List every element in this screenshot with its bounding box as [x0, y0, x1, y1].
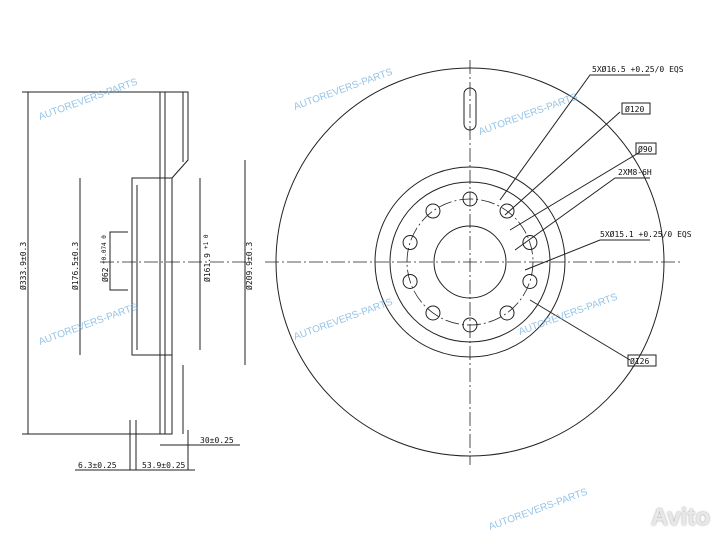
dim-161-tolerance: +1 0 — [203, 234, 210, 249]
bolt-hole — [522, 273, 538, 289]
dim-176: Ø176.5±0.3 — [70, 242, 80, 290]
dim-62-tolerance: +0.074 0 — [101, 235, 108, 264]
dim-53-9: 53.9±0.25 — [142, 461, 186, 470]
bolt-hole — [499, 305, 515, 321]
watermark: AUTOREVERS-PARTS — [517, 292, 619, 338]
bolt-hole — [402, 273, 418, 289]
watermark: AUTOREVERS-PARTS — [37, 302, 139, 348]
callout-90: Ø90 — [638, 144, 653, 154]
dim-62: Ø62 — [100, 267, 110, 282]
dim-outer-diameter: Ø333.9±0.3 — [18, 242, 28, 290]
bolt-hole — [499, 203, 515, 219]
callout-m8: 2XM8-6H — [618, 168, 652, 177]
watermark: AUTOREVERS-PARTS — [37, 77, 139, 123]
callout-120: Ø120 — [625, 104, 644, 114]
dim-209: Ø209.9±0.3 — [244, 242, 254, 290]
watermark: AUTOREVERS-PARTS — [487, 487, 589, 533]
watermark: AUTOREVERS-PARTS — [292, 297, 394, 343]
bolt-hole — [462, 317, 478, 333]
watermark: AUTOREVERS-PARTS — [477, 92, 579, 138]
watermark: AUTOREVERS-PARTS — [292, 67, 394, 113]
bolt-hole — [522, 235, 538, 251]
dim-161: Ø161.9 — [202, 253, 212, 282]
bolt-hole — [425, 305, 441, 321]
front-view: 5XØ16.5 +0.25/0 EQS Ø120 Ø90 2XM8-6H 5XØ… — [265, 60, 692, 465]
bolt-hole — [402, 235, 418, 251]
bolt-hole — [425, 203, 441, 219]
watermarks: AUTOREVERS-PARTS AUTOREVERS-PARTS AUTORE… — [37, 67, 619, 533]
callout-5x15-1: 5XØ15.1 +0.25/0 EQS — [600, 229, 692, 239]
bolt-hole — [462, 191, 478, 207]
avito-logo: Avito — [650, 504, 710, 531]
dim-6-3: 6.3±0.25 — [78, 461, 117, 470]
callout-126: Ø126 — [630, 356, 649, 366]
side-view: Ø333.9±0.3 Ø176.5±0.3 Ø62 +0.074 0 Ø161.… — [18, 91, 254, 471]
dim-30: 30±0.25 — [200, 436, 234, 445]
callout-5x16-5: 5XØ16.5 +0.25/0 EQS — [592, 64, 684, 74]
